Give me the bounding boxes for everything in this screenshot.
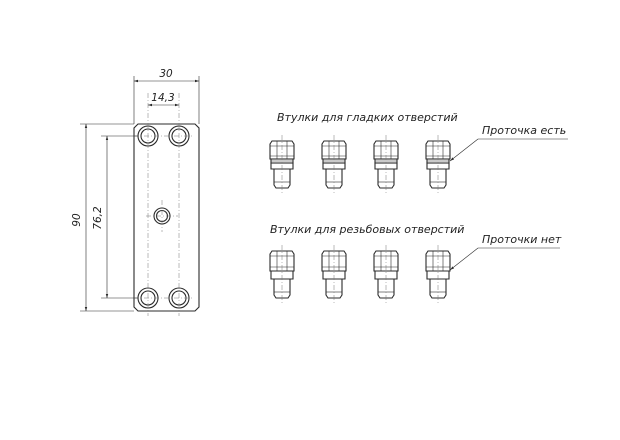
smooth-bushings-title: Втулки для гладких отверстий (277, 111, 458, 124)
smooth-bushings-row (269, 134, 451, 194)
bushing-threaded-1 (269, 244, 295, 304)
bushing-threaded-4 (425, 244, 451, 304)
groove-no-leader: Проточки нет (449, 233, 562, 271)
dim-height-total: 90 (71, 213, 83, 227)
bushing-smooth-1 (269, 134, 295, 194)
dim-hole-spacing: 14,3 (151, 92, 174, 104)
groove-yes-leader: Проточка есть (449, 124, 568, 162)
dim-hole-center-height: 76,2 (92, 206, 104, 230)
threaded-bushings-title: Втулки для резьбовых отверстий (270, 223, 464, 236)
dim-width-total: 30 (159, 68, 173, 80)
plate-outline (133, 123, 200, 312)
threaded-bushings-row (269, 244, 451, 304)
groove-yes-label: Проточка есть (482, 124, 566, 137)
groove-no-label: Проточки нет (482, 233, 562, 246)
bushing-threaded-3 (373, 244, 399, 304)
bushing-smooth-4 (425, 134, 451, 194)
bushing-smooth-2 (321, 134, 347, 194)
plate-drawing: 30 14,3 90 76,2 (71, 68, 200, 316)
bushing-threaded-2 (321, 244, 347, 304)
bushing-smooth-3 (373, 134, 399, 194)
